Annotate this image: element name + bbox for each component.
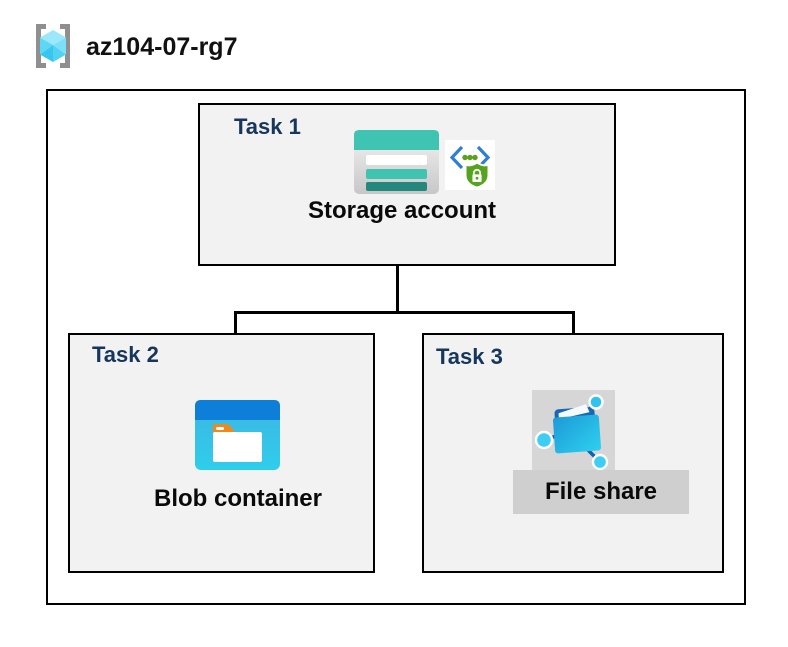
blob-container-label: Blob container	[153, 485, 322, 512]
task3-heading: Task 3	[436, 344, 503, 369]
connector-storage-stem	[396, 234, 399, 313]
blob-container-icon	[195, 400, 280, 470]
resource-group-title: az104-07-rg7	[86, 33, 238, 61]
secured-endpoint-icon	[445, 140, 495, 190]
task2-heading: Task 2	[92, 342, 159, 367]
storage-account-label: Storage account	[307, 197, 497, 224]
task2-box: Task 2 Blob container	[68, 333, 375, 573]
resource-group-icon	[30, 22, 76, 70]
task3-box: Task 3 File	[422, 333, 724, 573]
task1-heading: Task 1	[234, 114, 301, 139]
connector-horizontal	[234, 311, 575, 314]
task1-box: Task 1	[198, 103, 616, 266]
file-share-icon	[532, 390, 615, 471]
file-share-label: File share	[513, 470, 689, 514]
storage-account-icon	[354, 130, 439, 194]
